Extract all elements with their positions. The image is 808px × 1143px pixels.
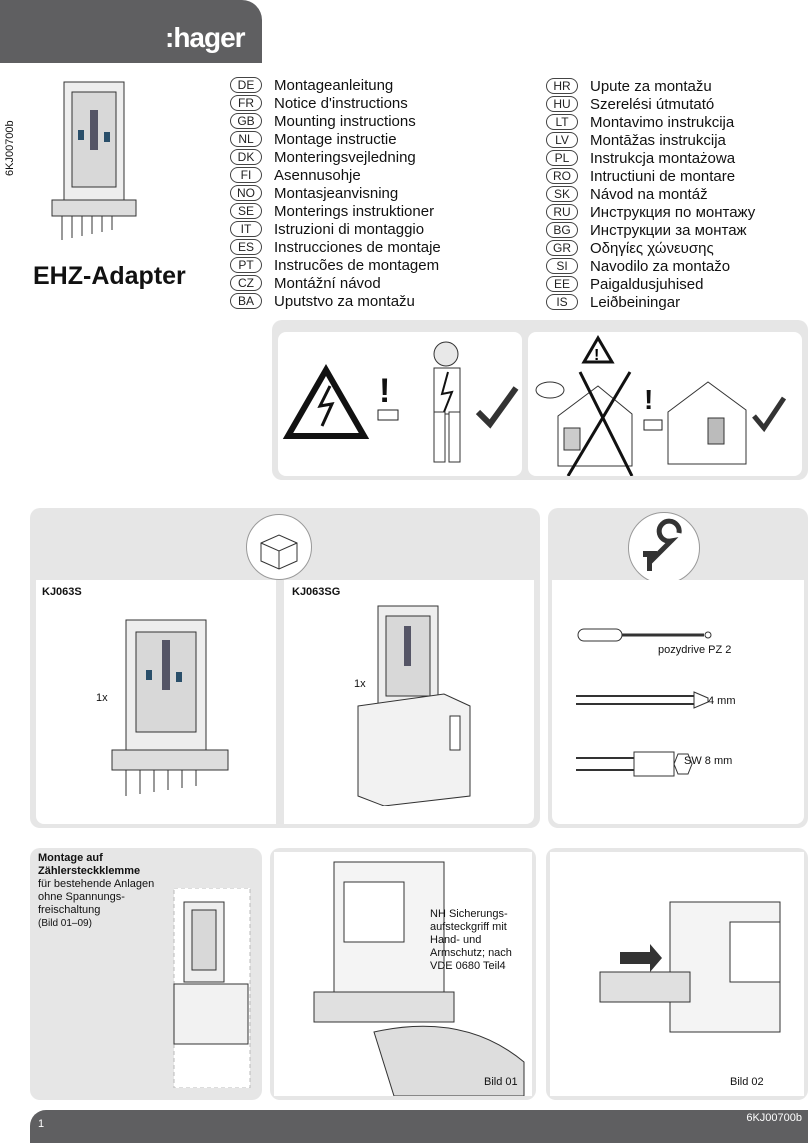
bild01-note: NH Sicherungs-aufsteckgriff mit Hand- un… [430, 908, 512, 972]
bild01-illustration [274, 852, 532, 1096]
bild01-panel: NH Sicherungs-aufsteckgriff mit Hand- un… [270, 848, 536, 1100]
product-kj063s-box: KJ063S 1x [36, 580, 276, 824]
product-kj063sg-label: KJ063SG [292, 586, 341, 598]
page-title: EHZ-Adapter [33, 262, 186, 290]
flat-label: 4 mm [708, 695, 736, 707]
warning-exclamation-2: ! [644, 384, 654, 415]
socket-label: SW 8 mm [684, 755, 733, 767]
step-intro-panel: Montage auf Zählersteckklemme für besteh… [30, 848, 262, 1100]
tools-icon [628, 512, 700, 584]
bild02-caption: Bild 02 [730, 1076, 764, 1088]
flat-screwdriver-icon [576, 691, 709, 709]
product-kj063sg-box: KJ063SG 1x [284, 580, 534, 824]
brand-header [0, 0, 262, 63]
step-intro-heading: Montage auf Zählersteckklemme [38, 852, 141, 877]
product-kj063sg-qty: 1x [354, 678, 366, 690]
box-icon [246, 514, 312, 580]
doc-number-vertical: 6KJ00700b [4, 120, 16, 176]
footer-bar: 1 6KJ00700b [30, 1110, 808, 1143]
screwdriver-icon [577, 628, 712, 642]
tools-list: pozydrive PZ 2 4 mm SW 8 mm [552, 580, 804, 824]
product-kj063s-label: KJ063S [42, 586, 82, 598]
page-number: 1 [38, 1118, 45, 1130]
bild02-illustration [550, 852, 804, 1096]
tools-panel: pozydrive PZ 2 4 mm SW 8 mm [548, 508, 808, 828]
house-box: ! [528, 332, 802, 476]
screwdriver-label: pozydrive PZ 2 [658, 644, 732, 656]
step-intro-ref: (Bild 01–09) [38, 918, 92, 929]
footer-doc-number: 6KJ00700b [746, 1112, 802, 1124]
warning-exclamation: ! [379, 372, 391, 410]
brand-logo: :hager [165, 22, 246, 53]
electrician-box [278, 332, 522, 476]
bild01-caption: Bild 01 [484, 1076, 518, 1088]
delivery-panel: KJ063S 1x KJ063SG 1x [30, 508, 540, 828]
safety-warning-panel: ! ! ! [272, 320, 808, 480]
product-kj063s-qty: 1x [96, 692, 108, 704]
product-image [42, 70, 142, 250]
socket-wrench-icon [576, 751, 693, 777]
svg-text:!: ! [594, 347, 599, 364]
bild02-panel: Bild 02 [546, 848, 808, 1100]
step-intro-text: Montage auf Zählersteckklemme für besteh… [38, 852, 164, 930]
step-intro-body: für bestehende Anlagen ohne Spannungs-fr… [38, 878, 155, 916]
